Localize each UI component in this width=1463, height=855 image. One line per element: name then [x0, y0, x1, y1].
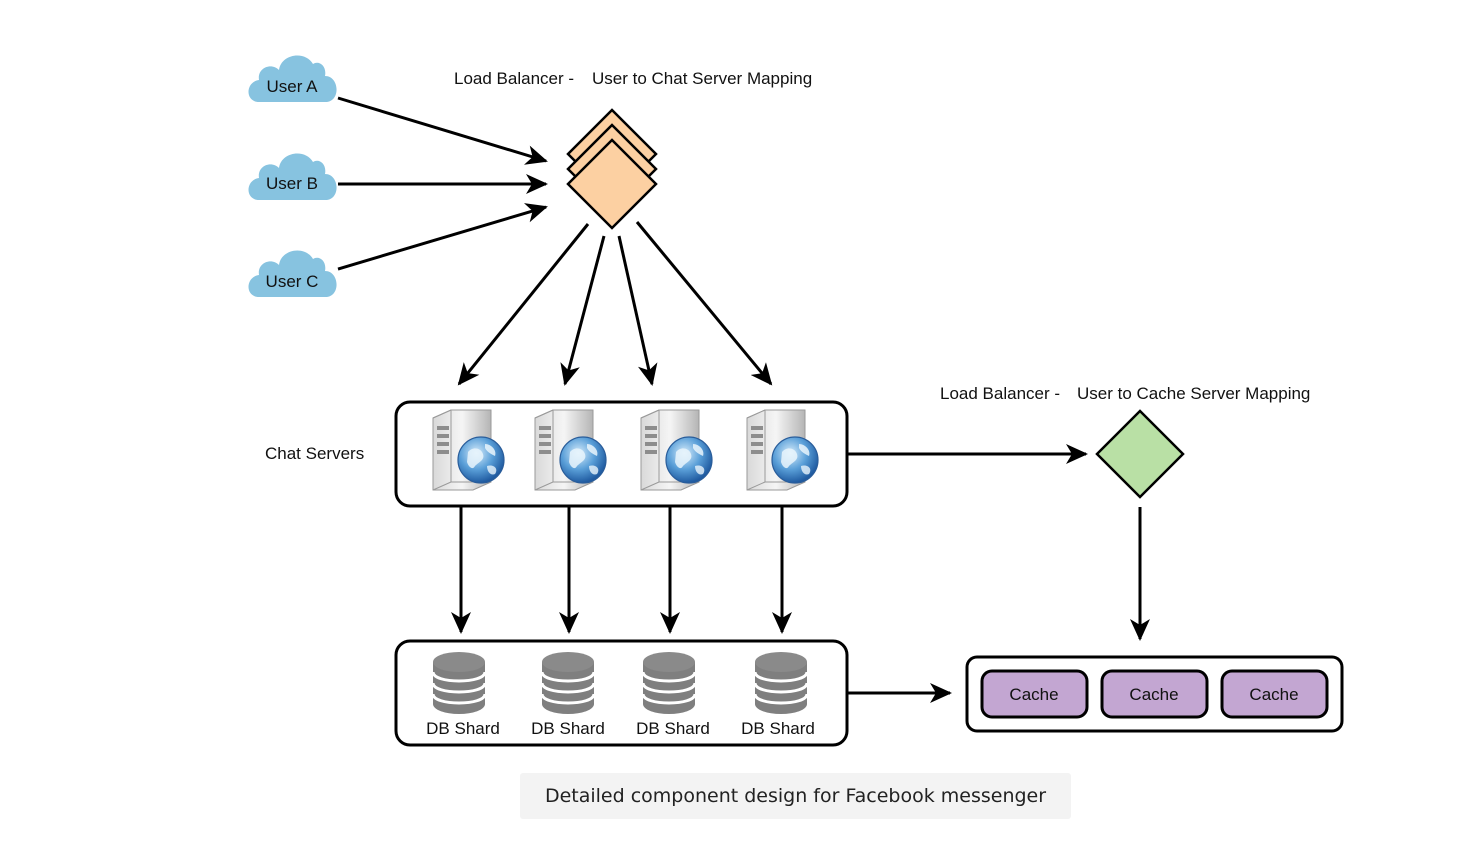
lb-top-mapping: User to Chat Server Mapping — [592, 69, 812, 88]
cache-label: Cache — [1249, 685, 1298, 704]
lb-cache-mapping: User to Cache Server Mapping — [1077, 384, 1310, 403]
user-a-cloud: User A — [248, 55, 337, 102]
arrow-user-c-lb — [337, 203, 548, 271]
db-shards-box — [394, 639, 849, 747]
db-shard-label: DB Shard — [426, 719, 500, 738]
cache-node — [980, 669, 1089, 719]
db-shard-label: DB Shard — [531, 719, 605, 738]
db-shard-label: DB Shard — [636, 719, 710, 738]
user-c-label: User C — [266, 272, 319, 291]
user-b-cloud: User B — [248, 153, 337, 200]
database-icon — [753, 650, 809, 716]
chat-servers-box — [394, 400, 849, 508]
database-icon — [431, 650, 487, 716]
load-balancer-cache — [1095, 409, 1185, 499]
arrow-lb-server-2 — [560, 235, 606, 386]
db-shard-label: DB Shard — [741, 719, 815, 738]
user-b-label: User B — [266, 174, 318, 193]
chat-servers-label: Chat Servers — [265, 444, 364, 463]
arrow-user-a-lb — [337, 96, 548, 165]
arrow-lb-server-4 — [635, 221, 773, 386]
user-c-cloud: User C — [248, 250, 337, 297]
database-icon — [641, 650, 697, 716]
lb-top-title: Load Balancer - — [454, 69, 574, 88]
arrow-lb-server-3 — [617, 235, 658, 386]
lb-cache-title: Load Balancer - — [940, 384, 1060, 403]
cache-node — [1100, 669, 1209, 719]
database-icon — [540, 650, 596, 716]
load-balancer-chat — [566, 108, 658, 230]
cache-label: Cache — [1009, 685, 1058, 704]
caption-text: Detailed component design for Facebook m… — [544, 785, 1047, 807]
caption-box: Detailed component design for Facebook m… — [520, 773, 1071, 819]
cache-node — [1220, 669, 1329, 719]
cache-label: Cache — [1129, 685, 1178, 704]
arrow-lb-server-1 — [457, 223, 590, 386]
user-a-label: User A — [266, 77, 318, 96]
